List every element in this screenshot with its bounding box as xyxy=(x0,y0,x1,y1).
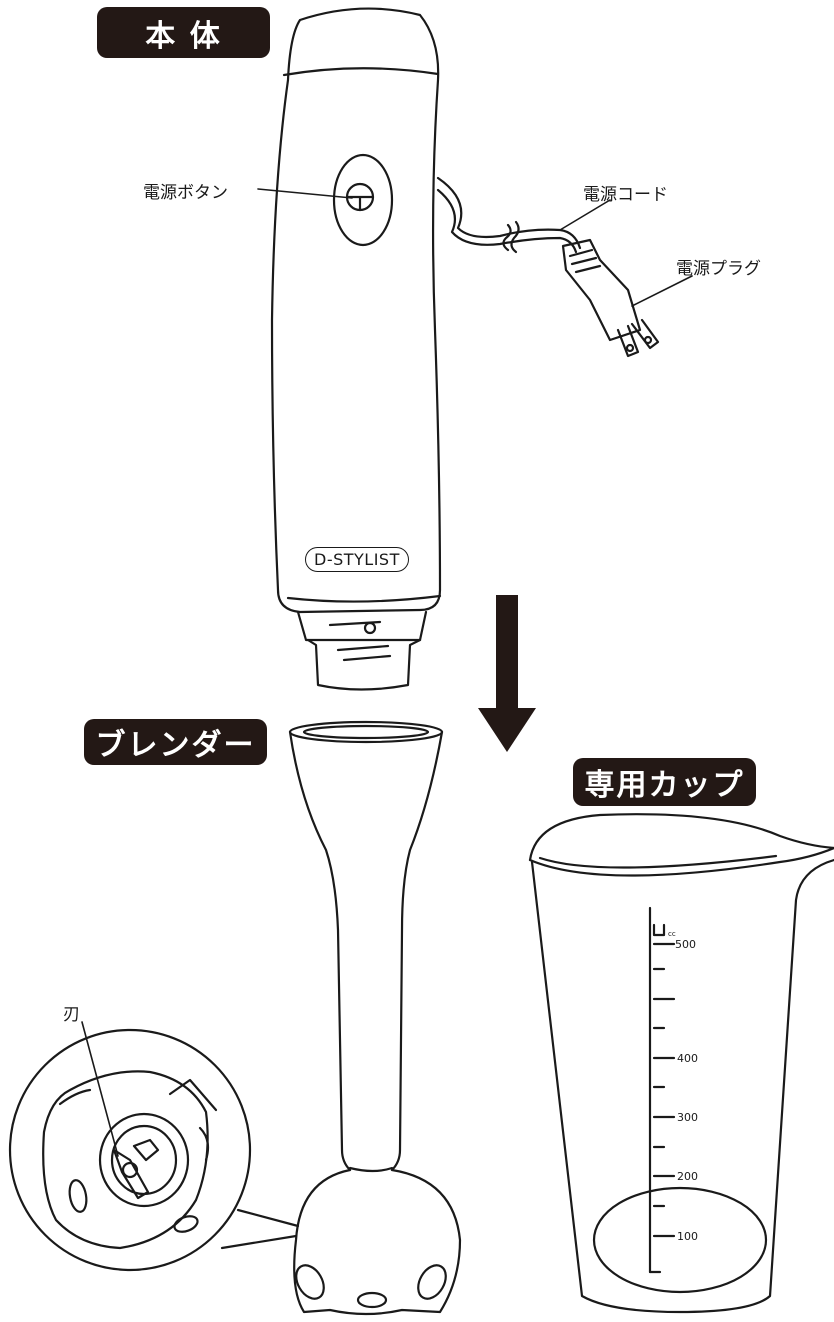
power-cord xyxy=(436,176,660,358)
power-button-icon[interactable] xyxy=(332,153,394,247)
callout-power-cord: 電源コード xyxy=(583,185,668,205)
down-arrow-icon xyxy=(478,595,536,752)
cup-tick-100: 100 xyxy=(677,1230,698,1243)
callout-power-plug: 電源プラグ xyxy=(676,259,761,279)
cup-unit-label: cc xyxy=(668,930,676,938)
cup-tick-500: 500 xyxy=(675,938,696,951)
plug-prong-2 xyxy=(630,318,660,350)
section-badge-cup: 専用カップ xyxy=(573,758,756,806)
cup-tick-200: 200 xyxy=(677,1170,698,1183)
leader-lines xyxy=(81,188,693,1157)
motor-body xyxy=(270,7,442,691)
section-badge-blender: ブレンダー xyxy=(84,719,267,765)
cup-tick-300: 300 xyxy=(677,1111,698,1124)
measuring-cup xyxy=(528,813,834,1314)
section-badge-body: 本 体 xyxy=(97,7,270,58)
plug-prong-1 xyxy=(616,324,640,358)
brand-logo: D-STYLIST xyxy=(305,547,409,572)
blade-detail xyxy=(8,1028,300,1272)
callout-blade: 刃 xyxy=(63,1005,80,1025)
callout-power-button: 電源ボタン xyxy=(143,183,228,203)
cup-tick-400: 400 xyxy=(677,1052,698,1065)
blender-shaft xyxy=(288,720,462,1316)
